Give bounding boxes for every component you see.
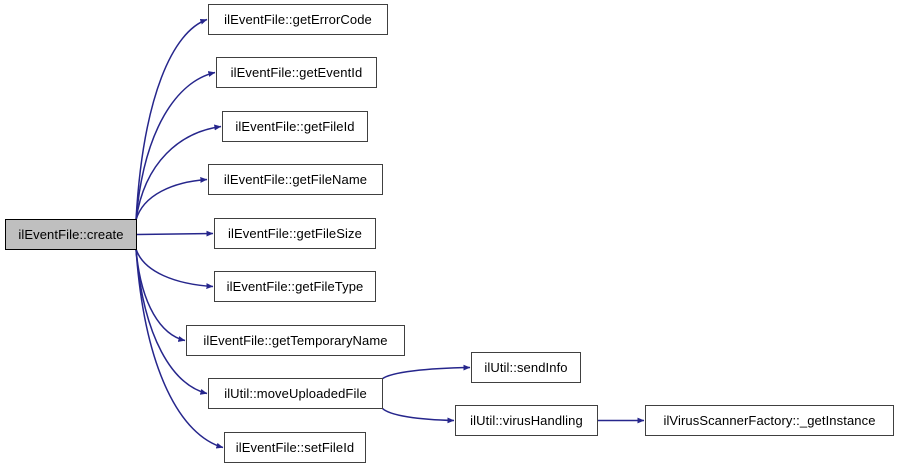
graph-node-getFileSize[interactable]: ilEventFile::getFileSize	[214, 218, 376, 249]
graph-edge-moveUploadedFile-to-virusHandling	[381, 407, 455, 424]
graph-node-sendInfo[interactable]: ilUtil::sendInfo	[471, 352, 581, 383]
graph-node-label: ilEventFile::getFileId	[235, 119, 355, 134]
graph-node-label: ilEventFile::getErrorCode	[224, 12, 372, 27]
graph-node-label: ilVirusScannerFactory::_getInstance	[663, 413, 876, 428]
graph-node-virusHandling[interactable]: ilUtil::virusHandling	[455, 405, 598, 436]
graph-node-setFileId[interactable]: ilEventFile::setFileId	[224, 432, 366, 463]
graph-node-label: ilUtil::sendInfo	[484, 360, 568, 375]
graph-node-getFileId[interactable]: ilEventFile::getFileId	[222, 111, 368, 142]
graph-node-getInstance[interactable]: ilVirusScannerFactory::_getInstance	[645, 405, 894, 436]
graph-node-moveUploadedFile[interactable]: ilUtil::moveUploadedFile	[208, 378, 383, 409]
graph-node-label: ilUtil::virusHandling	[470, 413, 583, 428]
graph-node-label: ilUtil::moveUploadedFile	[224, 386, 367, 401]
graph-node-label: ilEventFile::setFileId	[235, 440, 355, 455]
graph-node-label: ilEventFile::create	[18, 227, 124, 242]
graph-edge-create-to-moveUploadedFile	[135, 248, 208, 395]
graph-node-label: ilEventFile::getEventId	[230, 65, 363, 80]
graph-node-label: ilEventFile::getFileType	[226, 279, 364, 294]
graph-node-getEventId[interactable]: ilEventFile::getEventId	[216, 57, 377, 88]
graph-edge-moveUploadedFile-to-sendInfo	[381, 364, 471, 380]
graph-node-getErrorCode[interactable]: ilEventFile::getErrorCode	[208, 4, 388, 35]
graph-edge-create-to-getEventId	[135, 71, 216, 221]
graph-node-label: ilEventFile::getFileName	[223, 172, 368, 187]
graph-node-getFileName[interactable]: ilEventFile::getFileName	[208, 164, 383, 195]
graph-edge-create-to-getFileSize	[136, 230, 214, 237]
graph-edge-create-to-getTemporaryName	[135, 248, 186, 342]
graph-edge-create-to-getErrorCode	[135, 18, 208, 221]
graph-edge-create-to-getFileType	[135, 248, 214, 290]
graph-node-getFileType[interactable]: ilEventFile::getFileType	[214, 271, 376, 302]
graph-node-label: ilEventFile::getFileSize	[228, 226, 362, 241]
graph-node-create[interactable]: ilEventFile::create	[5, 219, 137, 250]
graph-edge-create-to-getFileName	[135, 177, 208, 221]
graph-node-getTemporaryName[interactable]: ilEventFile::getTemporaryName	[186, 325, 405, 356]
graph-node-label: ilEventFile::getTemporaryName	[203, 333, 388, 348]
